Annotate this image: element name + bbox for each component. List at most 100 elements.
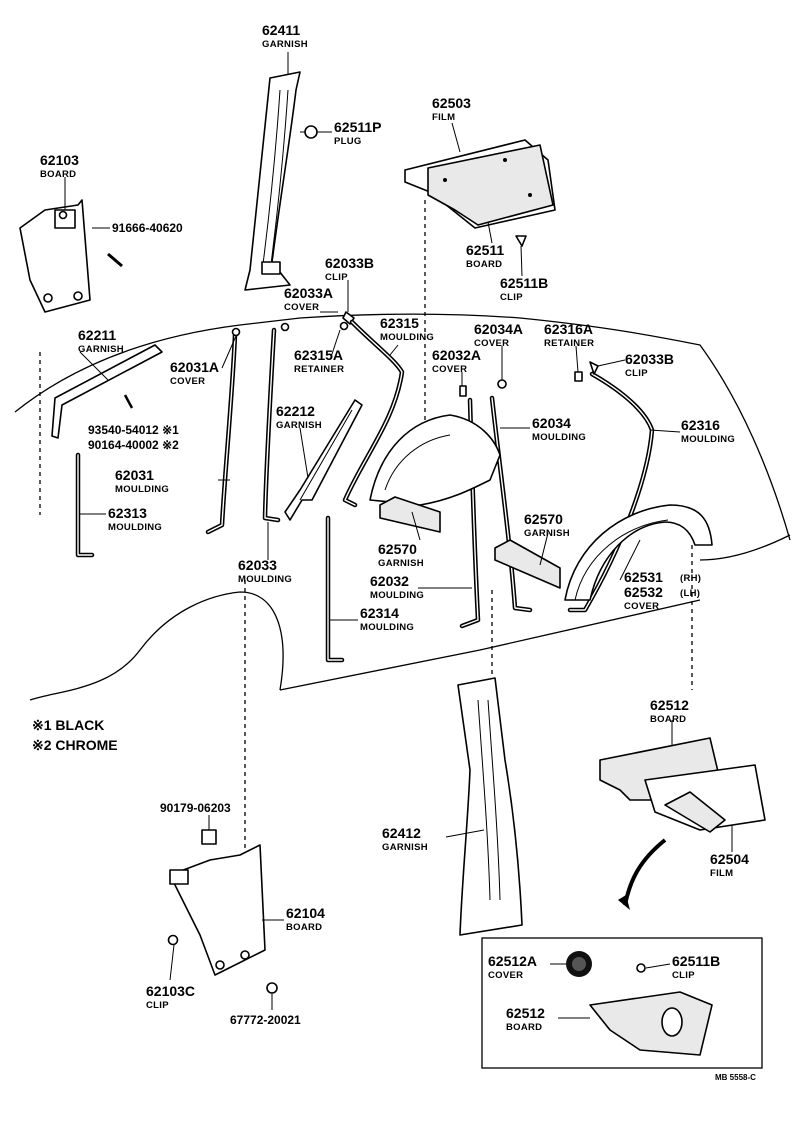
garnish-62211-part — [51, 344, 163, 439]
svg-text:MOULDING: MOULDING — [370, 590, 424, 601]
moulding-62316-part — [567, 371, 655, 613]
moulding-62315-part — [342, 319, 405, 508]
label-62103: 62103 BOARD — [40, 152, 79, 180]
svg-text:62313: 62313 — [108, 505, 147, 521]
svg-text:RETAINER: RETAINER — [294, 364, 344, 375]
svg-text:BOARD: BOARD — [286, 922, 322, 933]
cover-62033a-part — [280, 322, 290, 332]
svg-text:90164-40002 ※2: 90164-40002 ※2 — [88, 438, 179, 452]
label-62511b-top: 62511B CLIP — [500, 275, 548, 303]
svg-text:GARNISH: GARNISH — [78, 344, 124, 355]
label-62511p: 62511P PLUG — [334, 119, 382, 147]
label-62570-a: 62570 GARNISH — [378, 541, 424, 569]
label-62032a: 62032A COVER — [432, 347, 481, 375]
label-62031a: 62031A COVER — [170, 359, 219, 387]
svg-text:COVER: COVER — [474, 338, 509, 349]
svg-text:MOULDING: MOULDING — [238, 574, 292, 585]
label-62504: 62504 FILM — [710, 851, 749, 879]
svg-text:62511: 62511 — [466, 242, 504, 258]
label-62033: 62033 MOULDING — [238, 557, 292, 585]
clip-67772-part — [266, 982, 278, 994]
garnish-62570-part-2 — [494, 539, 561, 589]
label-62412: 62412 GARNISH — [382, 825, 428, 853]
clip-62511b-part — [515, 235, 527, 247]
svg-text:BOARD: BOARD — [506, 1022, 542, 1033]
svg-text:62511B: 62511B — [672, 953, 720, 969]
curve-arrow — [618, 838, 667, 910]
label-62033b-b: 62033B CLIP — [625, 351, 674, 379]
svg-text:MOULDING: MOULDING — [681, 434, 735, 445]
svg-text:62315A: 62315A — [294, 347, 343, 363]
svg-text:(RH): (RH) — [680, 573, 701, 584]
svg-text:62034: 62034 — [532, 415, 571, 431]
label-62511b-b: 62511B CLIP — [672, 953, 720, 981]
svg-text:90179-06203: 90179-06203 — [160, 801, 231, 815]
label-62315: 62315 MOULDING — [380, 315, 434, 343]
svg-text:62532: 62532 — [624, 584, 663, 600]
svg-text:62103: 62103 — [40, 152, 79, 168]
svg-text:62104: 62104 — [286, 905, 325, 921]
board-62104-part — [169, 844, 266, 976]
svg-text:62411: 62411 — [262, 22, 300, 38]
label-62033b-a: 62033B CLIP — [325, 255, 374, 283]
legend-black: ※1 BLACK — [32, 717, 104, 733]
label-67772: 67772-20021 — [230, 1013, 301, 1027]
svg-text:62212: 62212 — [276, 403, 315, 419]
svg-text:COVER: COVER — [488, 970, 523, 981]
cover-62032a-part — [459, 385, 467, 397]
svg-text:62504: 62504 — [710, 851, 749, 867]
garnish-62412-part — [457, 677, 523, 936]
board-62511-part — [427, 144, 554, 226]
label-90179: 90179-06203 — [160, 801, 231, 815]
screw-91666-part — [107, 252, 123, 268]
cover-62512a-part — [566, 951, 592, 977]
wheel-house-inner — [369, 414, 501, 506]
svg-text:62531: 62531 — [624, 569, 663, 585]
label-62034: 62034 MOULDING — [532, 415, 586, 443]
svg-text:CLIP: CLIP — [625, 368, 648, 379]
svg-text:62511B: 62511B — [500, 275, 548, 291]
svg-text:GARNISH: GARNISH — [382, 842, 428, 853]
svg-text:MOULDING: MOULDING — [380, 332, 434, 343]
svg-text:62511P: 62511P — [334, 119, 382, 135]
label-62103c: 62103C CLIP — [146, 983, 195, 1011]
svg-text:62032A: 62032A — [432, 347, 481, 363]
svg-text:67772-20021: 67772-20021 — [230, 1013, 301, 1027]
svg-text:COVER: COVER — [170, 376, 205, 387]
svg-text:62512: 62512 — [650, 697, 689, 713]
svg-text:62032: 62032 — [370, 573, 409, 589]
label-62411: 62411 GARNISH — [262, 22, 308, 50]
svg-text:CLIP: CLIP — [146, 1000, 169, 1011]
svg-text:62033B: 62033B — [325, 255, 374, 271]
svg-text:MOULDING: MOULDING — [115, 484, 169, 495]
label-62512-b: 62512 BOARD — [506, 1005, 545, 1033]
label-62212: 62212 GARNISH — [276, 403, 322, 431]
svg-text:62211: 62211 — [78, 327, 116, 343]
svg-text:62034A: 62034A — [474, 321, 523, 337]
clip-62511b-part-2 — [636, 963, 646, 973]
svg-text:62512A: 62512A — [488, 953, 537, 969]
svg-text:FILM: FILM — [432, 112, 455, 123]
moulding-62313-part — [75, 452, 95, 558]
label-62512-a: 62512 BOARD — [650, 697, 689, 725]
moulding-62314-part — [325, 515, 345, 663]
moulding-62033-part — [262, 327, 281, 523]
label-62033a: 62033A COVER — [284, 285, 333, 313]
label-62034a: 62034A COVER — [474, 321, 523, 349]
svg-text:MOULDING: MOULDING — [532, 432, 586, 443]
svg-text:93540-54012 ※1: 93540-54012 ※1 — [88, 423, 179, 437]
svg-text:62314: 62314 — [360, 605, 399, 621]
svg-text:62103C: 62103C — [146, 983, 195, 999]
label-62031: 62031 MOULDING — [115, 467, 169, 495]
svg-text:(LH): (LH) — [680, 588, 700, 599]
svg-text:COVER: COVER — [432, 364, 467, 375]
garnish-62570-part — [379, 496, 441, 533]
svg-text:CLIP: CLIP — [500, 292, 523, 303]
svg-text:62570: 62570 — [524, 511, 563, 527]
svg-text:FILM: FILM — [710, 868, 733, 879]
svg-text:62570: 62570 — [378, 541, 417, 557]
svg-text:BOARD: BOARD — [40, 169, 76, 180]
svg-text:PLUG: PLUG — [334, 136, 362, 147]
cover-62031a-part — [231, 327, 241, 337]
